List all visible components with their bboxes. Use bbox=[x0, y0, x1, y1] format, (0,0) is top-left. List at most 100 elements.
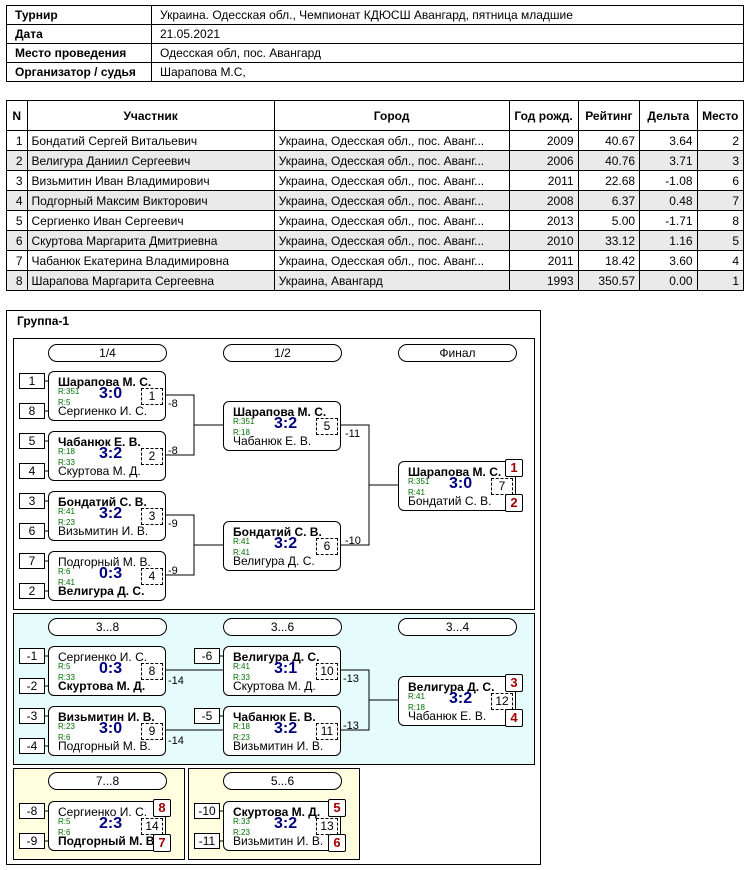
match-score: 3:0 bbox=[99, 720, 123, 737]
match-score: 3:2 bbox=[274, 535, 298, 552]
place-badge: 8 bbox=[153, 799, 171, 817]
col-header-place: Место bbox=[696, 100, 745, 131]
seed-box: 3 bbox=[19, 493, 45, 509]
match-player-top: Шарапова М. С. bbox=[58, 375, 152, 389]
player-cell: Чабанюк Екатерина Владимировна bbox=[26, 250, 275, 271]
match-rating-top: R:5 bbox=[58, 817, 71, 826]
col-header-participant: Участник bbox=[26, 100, 275, 131]
match-number: 11 bbox=[316, 723, 338, 740]
player-cell: 18.42 bbox=[577, 250, 641, 271]
player-cell: 7 bbox=[696, 190, 745, 211]
loser-ref: -13 bbox=[343, 720, 359, 732]
seed-box: 4 bbox=[19, 463, 45, 479]
player-cell: Украина, Одесская обл., пос. Аванг... bbox=[273, 230, 510, 251]
player-cell: Украина, Одесская обл., пос. Аванг... bbox=[273, 150, 510, 171]
match-number: 3 bbox=[141, 508, 163, 525]
match-player-bottom: Бондатий С. В. bbox=[408, 494, 492, 508]
match-number: 9 bbox=[141, 723, 163, 740]
player-cell: -1.71 bbox=[639, 210, 698, 231]
player-cell: 40.67 bbox=[577, 130, 641, 151]
place-badge: 7 bbox=[153, 834, 171, 852]
loser-ref: -8 bbox=[168, 445, 178, 457]
match-player-bottom: Скуртова М. Д. bbox=[58, 679, 146, 693]
match-player-bottom: Чабанюк Е. В. bbox=[408, 709, 487, 723]
match-rating-bottom: R:41 bbox=[233, 548, 250, 557]
match-number: 8 bbox=[141, 663, 163, 680]
match-rating-top: R:351 bbox=[408, 477, 430, 486]
round-label: 3...8 bbox=[48, 618, 167, 636]
round-label: Финал bbox=[398, 344, 517, 362]
player-cell: 5 bbox=[696, 230, 745, 251]
loser-ref: -14 bbox=[168, 675, 184, 687]
loser-ref: -14 bbox=[168, 735, 184, 747]
player-cell: 33.12 bbox=[577, 230, 641, 251]
match-player-top: Сергиенко И. С. bbox=[58, 805, 148, 819]
match-rating-top: R:6 bbox=[58, 567, 71, 576]
loser-ref: -8 bbox=[168, 398, 178, 410]
player-cell: 8 bbox=[6, 270, 28, 291]
info-label: Турнир bbox=[6, 5, 152, 25]
match-player-bottom: Подгорный М. В. bbox=[58, 739, 151, 753]
player-cell: Украина, Одесская обл., пос. Аванг... bbox=[273, 130, 510, 151]
match-rating-top: R:5 bbox=[58, 662, 71, 671]
info-label: Организатор / судья bbox=[6, 62, 152, 82]
player-cell: Сергиенко Иван Сергеевич bbox=[26, 210, 275, 231]
round-label: 1/4 bbox=[48, 344, 167, 362]
info-value: Одесская обл, пос. Авангард bbox=[151, 43, 744, 63]
info-value: 21.05.2021 bbox=[151, 24, 744, 44]
match-rating-bottom: R:33 bbox=[58, 458, 75, 467]
player-cell: 1 bbox=[6, 130, 28, 151]
player-cell: Украина, Одесская обл., пос. Аванг... bbox=[273, 170, 510, 191]
col-header-birth-year: Год рожд. bbox=[508, 100, 579, 131]
place-badge: 2 bbox=[505, 494, 523, 512]
player-cell: -1.08 bbox=[639, 170, 698, 191]
match-rating-top: R:351 bbox=[58, 387, 80, 396]
place-badge: 4 bbox=[505, 709, 523, 727]
match-player-bottom: Визьмитин И. В. bbox=[233, 834, 324, 848]
match-player-bottom: Сергиенко И. С. bbox=[58, 404, 148, 418]
match-player-bottom: Визьмитин И. В. bbox=[233, 739, 324, 753]
match-number: 10 bbox=[316, 663, 338, 680]
player-cell: 2009 bbox=[508, 130, 579, 151]
place-badge: 6 bbox=[328, 834, 346, 852]
match-rating-bottom: R:41 bbox=[58, 578, 75, 587]
match-rating-bottom: R:23 bbox=[58, 518, 75, 527]
seed-box: -1 bbox=[19, 648, 45, 664]
match-player-top: Чабанюк Е. В. bbox=[233, 710, 316, 724]
match-rating-bottom: R:41 bbox=[408, 488, 425, 497]
match-rating-top: R:23 bbox=[58, 722, 75, 731]
player-cell: 22.68 bbox=[577, 170, 641, 191]
players-header-row: N Участник Город Год рожд. Рейтинг Дельт… bbox=[6, 100, 745, 131]
match-score: 3:2 bbox=[449, 690, 473, 707]
match-rating-bottom: R:6 bbox=[58, 733, 71, 742]
match-player-top: Велигура Д. С. bbox=[408, 680, 495, 694]
col-header-delta: Дельта bbox=[639, 100, 698, 131]
seed-box: 5 bbox=[19, 433, 45, 449]
player-cell: 6 bbox=[696, 170, 745, 191]
loser-ref: -10 bbox=[345, 535, 361, 547]
seed-box: -3 bbox=[19, 708, 45, 724]
bracket-lines bbox=[44, 380, 398, 842]
match-rating-bottom: R:5 bbox=[58, 398, 71, 407]
loser-ref: -11 bbox=[345, 428, 361, 440]
player-cell: 0.00 bbox=[639, 270, 698, 291]
match-player-bottom: Подгорный М. В. bbox=[58, 834, 158, 848]
match-number: 1 bbox=[141, 388, 163, 405]
player-cell: Украина, Авангард bbox=[273, 270, 510, 291]
col-header-city: Город bbox=[273, 100, 510, 131]
player-cell: 6 bbox=[6, 230, 28, 251]
col-header-rating: Рейтинг bbox=[577, 100, 641, 131]
